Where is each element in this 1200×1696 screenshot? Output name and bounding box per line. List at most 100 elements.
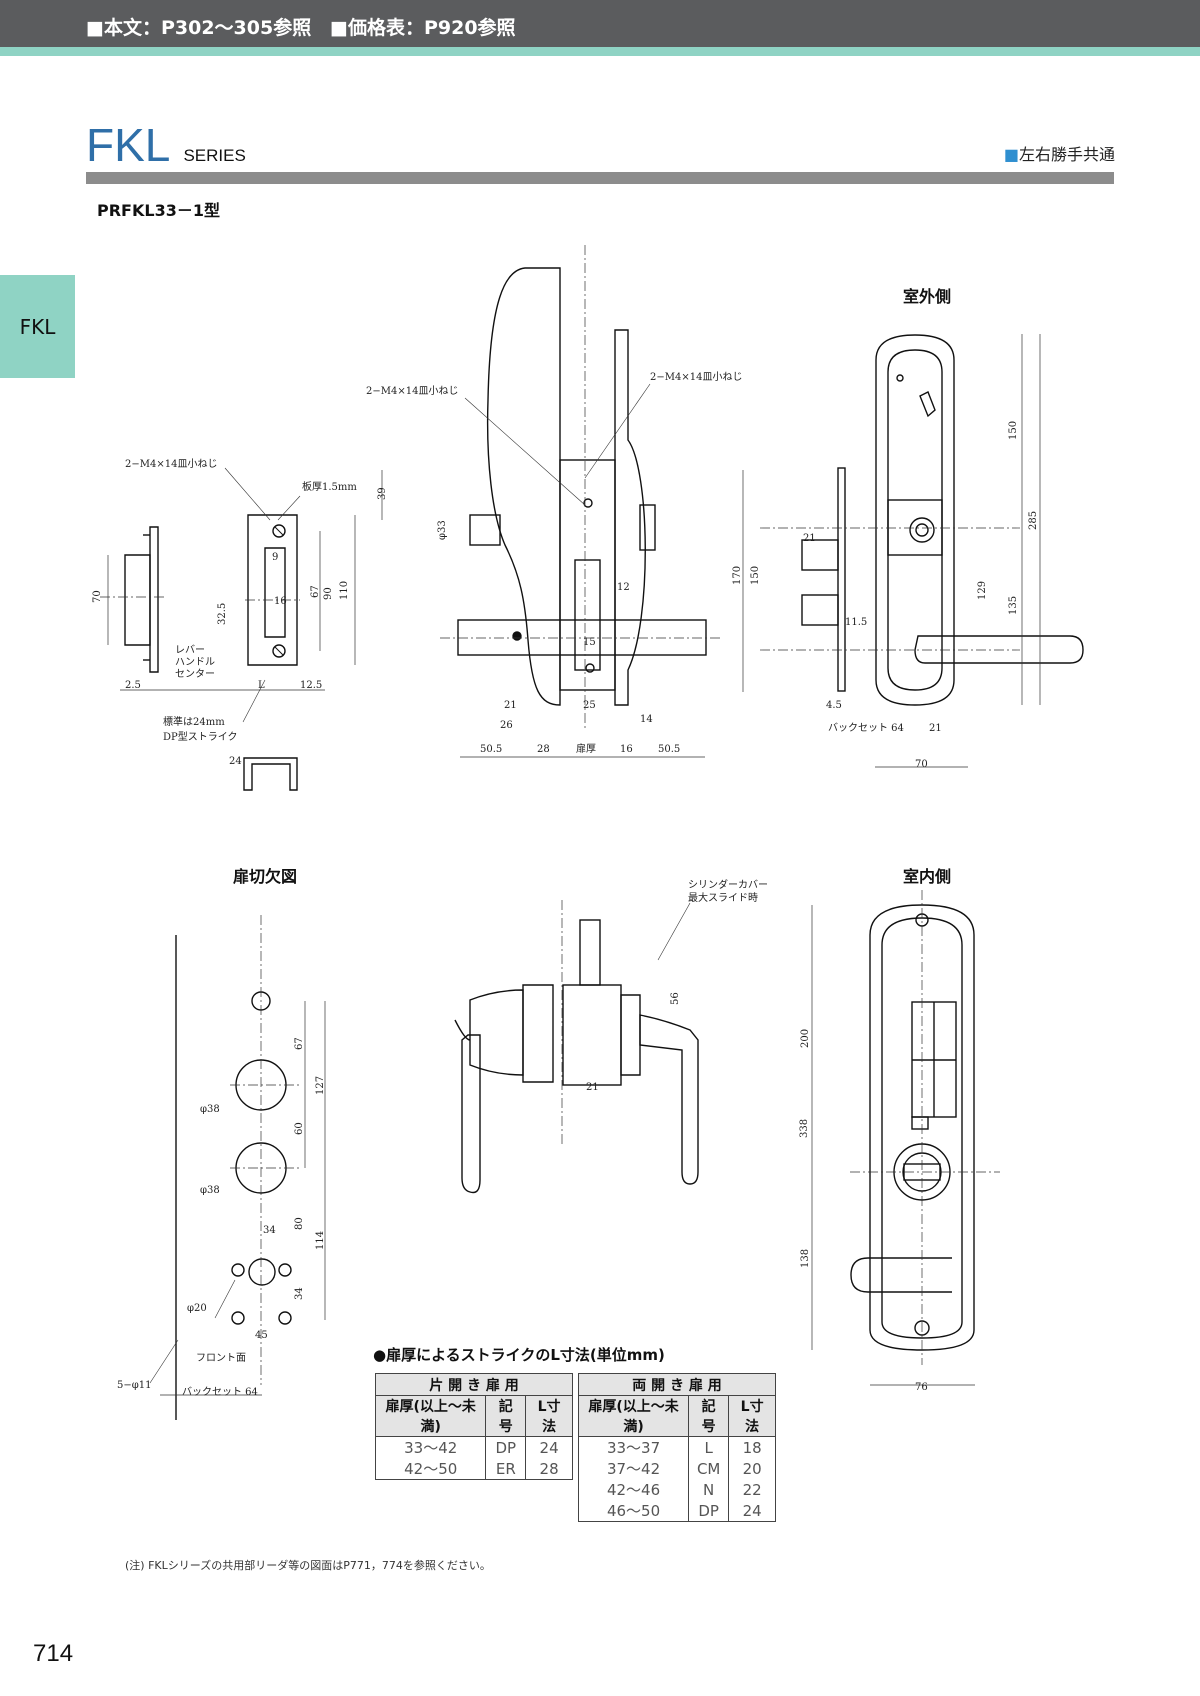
svg-text:114: 114 xyxy=(315,1231,326,1250)
common-note-text: 左右勝手共通 xyxy=(1018,145,1115,164)
svg-text:39: 39 xyxy=(377,487,388,500)
side-tab: FKL xyxy=(0,275,75,378)
svg-text:129: 129 xyxy=(977,581,988,600)
svg-text:67: 67 xyxy=(294,1037,305,1050)
table-cell: N xyxy=(688,1479,730,1500)
door-cutout-label: 扉切欠図 xyxy=(233,867,298,886)
table-cell: ER xyxy=(485,1458,527,1480)
door-cutout-drawing xyxy=(175,935,292,1420)
svg-text:16: 16 xyxy=(620,744,633,755)
table-row: 42〜50 ER 28 xyxy=(374,1458,573,1480)
svg-text:338: 338 xyxy=(799,1119,810,1138)
inside-view-label: 室内側 xyxy=(903,867,952,886)
col-l-dim: L寸法 xyxy=(525,1395,573,1437)
svg-text:138: 138 xyxy=(800,1249,811,1268)
col-symbol: 記号 xyxy=(688,1395,730,1437)
series-rule xyxy=(86,172,1114,184)
outside-view-label: 室外側 xyxy=(903,287,952,306)
svg-text:26: 26 xyxy=(500,720,513,731)
table-row: 42〜46 N 22 xyxy=(577,1479,776,1500)
lever-center-callout-1: レバー xyxy=(175,644,205,656)
model-name: PRFKL33－1型 xyxy=(97,201,220,220)
svg-text:135: 135 xyxy=(1008,596,1019,615)
svg-text:70: 70 xyxy=(915,759,928,770)
svg-text:110: 110 xyxy=(339,581,350,600)
svg-text:φ38: φ38 xyxy=(200,1104,220,1115)
svg-text:150: 150 xyxy=(750,566,761,585)
svg-text:285: 285 xyxy=(1028,511,1039,530)
table-cell: 42〜46 xyxy=(577,1479,690,1500)
table-row: 46〜50 DP 24 xyxy=(577,1500,776,1522)
svg-text:φ20: φ20 xyxy=(187,1303,207,1314)
svg-text:56: 56 xyxy=(670,992,681,1005)
table-cell: 33〜42 xyxy=(374,1436,487,1458)
svg-text:127: 127 xyxy=(315,1076,326,1095)
plate-thickness-callout: 板厚1.5mm xyxy=(302,480,357,493)
strike-std-callout-1: 標準は24mm xyxy=(163,715,225,728)
svg-text:70: 70 xyxy=(92,590,103,603)
svg-text:4.5: 4.5 xyxy=(826,700,842,711)
table-row: 33〜37 L 18 xyxy=(577,1436,776,1458)
page-number: 714 xyxy=(33,1640,74,1667)
svg-text:25: 25 xyxy=(583,700,596,711)
table-cell: 37〜42 xyxy=(577,1458,690,1479)
svg-text:50.5: 50.5 xyxy=(658,744,680,755)
svg-text:28: 28 xyxy=(537,744,550,755)
holes-callout: 5−φ11 xyxy=(117,1380,151,1391)
table-cell: CM xyxy=(688,1458,730,1479)
table-cell: L xyxy=(688,1436,730,1458)
table-cell: 24 xyxy=(728,1500,776,1522)
strike-std-callout-2: DP型ストライク xyxy=(163,730,238,743)
svg-text:12: 12 xyxy=(617,582,630,593)
svg-text:21: 21 xyxy=(504,700,517,711)
screw-callout-right: 2−M4×14皿小ねじ xyxy=(650,371,742,383)
door-thickness-callout: 扉厚 xyxy=(576,742,596,755)
inside-escutcheon-drawing xyxy=(850,904,975,1351)
lever-center-callout-2: ハンドル xyxy=(175,657,215,668)
table-row: 37〜42 CM 20 xyxy=(577,1458,776,1479)
svg-text:16: 16 xyxy=(274,596,287,607)
svg-text:150: 150 xyxy=(1008,421,1019,440)
screw-callout-center: 2−M4×14皿小ねじ xyxy=(366,385,458,397)
svg-text:15: 15 xyxy=(583,637,596,648)
table-cell: DP xyxy=(485,1436,527,1458)
svg-text:34: 34 xyxy=(294,1287,305,1300)
col-l-dim: L寸法 xyxy=(728,1395,776,1437)
cylinder-cover-callout-2: 最大スライド時 xyxy=(688,891,758,904)
svg-text:34: 34 xyxy=(263,1225,276,1236)
table-cell: 22 xyxy=(728,1479,776,1500)
series-suffix: SERIES xyxy=(183,146,246,165)
svg-text:φ38: φ38 xyxy=(200,1185,220,1196)
lock-section-drawing xyxy=(457,267,707,706)
svg-text:60: 60 xyxy=(294,1122,305,1135)
svg-text:21: 21 xyxy=(929,723,942,734)
svg-text:11.5: 11.5 xyxy=(845,617,867,628)
svg-text:67: 67 xyxy=(310,585,321,598)
backset-callout-cutout: バックセット 64 xyxy=(182,1386,258,1398)
col-symbol: 記号 xyxy=(485,1395,527,1437)
strike-table-title: ●扉厚によるストライクのL寸法(単位mm) xyxy=(373,1346,665,1364)
svg-text:φ33: φ33 xyxy=(437,520,448,540)
cylinder-cover-callout-1: シリンダーカバー xyxy=(688,878,768,891)
svg-text:50.5: 50.5 xyxy=(480,744,502,755)
svg-text:21: 21 xyxy=(586,1082,599,1093)
svg-text:76: 76 xyxy=(915,1382,928,1393)
svg-text:32.5: 32.5 xyxy=(217,603,228,625)
single-door-table: 片 開 き 扉 用 扉厚(以上〜未満) 記号 L寸法 33〜42 DP 24 4… xyxy=(374,1373,573,1480)
table-row: 33〜42 DP 24 xyxy=(374,1436,573,1458)
svg-text:200: 200 xyxy=(800,1029,811,1048)
lever-center-callout-3: センター xyxy=(175,668,215,680)
svg-text:80: 80 xyxy=(294,1217,305,1230)
double-door-caption: 両 開 き 扉 用 xyxy=(578,1373,776,1396)
svg-text:170: 170 xyxy=(732,566,743,585)
ref-price-text: ■価格表：P920参照 xyxy=(330,17,516,39)
table-cell: 28 xyxy=(525,1458,573,1480)
double-door-table: 両 開 き 扉 用 扉厚(以上〜未満) 記号 L寸法 33〜37 L 18 37… xyxy=(577,1373,776,1522)
table-cell: DP xyxy=(688,1500,730,1522)
table-cell: 46〜50 xyxy=(577,1500,690,1522)
square-bullet-icon: ■ xyxy=(1003,145,1019,164)
svg-text:45: 45 xyxy=(255,1330,268,1341)
front-face-callout: フロント面 xyxy=(196,1353,246,1364)
svg-text:L: L xyxy=(258,680,265,691)
